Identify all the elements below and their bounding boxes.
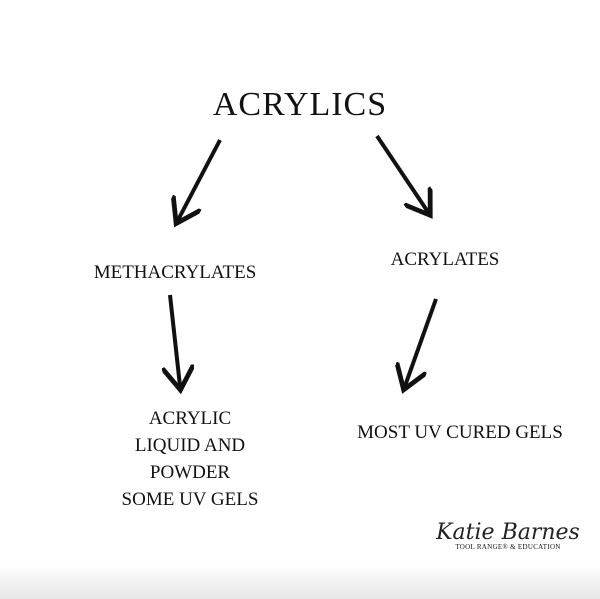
logo-signature: Katie Barnes xyxy=(436,520,580,545)
logo-tagline: TOOL RANGE® & EDUCATION xyxy=(455,543,561,551)
node-acrylates: ACRYLATES xyxy=(390,249,500,270)
arrow-to-methacrylates xyxy=(178,139,222,220)
root-node-title: ACRYLICS xyxy=(212,86,388,123)
footer-band xyxy=(0,565,600,599)
node-methacrylates: METHACRYLATES xyxy=(93,262,257,283)
leaf-line: ACRYLIC xyxy=(148,408,232,429)
arrow-to-left-leaf xyxy=(170,294,180,386)
node-acrylates-examples: MOST UV CURED GELS xyxy=(320,422,600,444)
leaf-line: POWDER xyxy=(149,462,231,483)
brand-logo: Katie Barnes TOOL RANGE® & EDUCATION xyxy=(428,520,588,551)
leaf-line: MOST UV CURED GELS xyxy=(357,422,563,443)
arrow-to-acrylates xyxy=(375,134,428,212)
arrow-to-right-leaf xyxy=(405,298,438,386)
node-methacrylates-examples: ACRYLIC LIQUID AND POWDER SOME UV GELS xyxy=(70,405,310,513)
leaf-line: SOME UV GELS xyxy=(121,489,259,510)
leaf-line: LIQUID AND xyxy=(134,435,246,456)
